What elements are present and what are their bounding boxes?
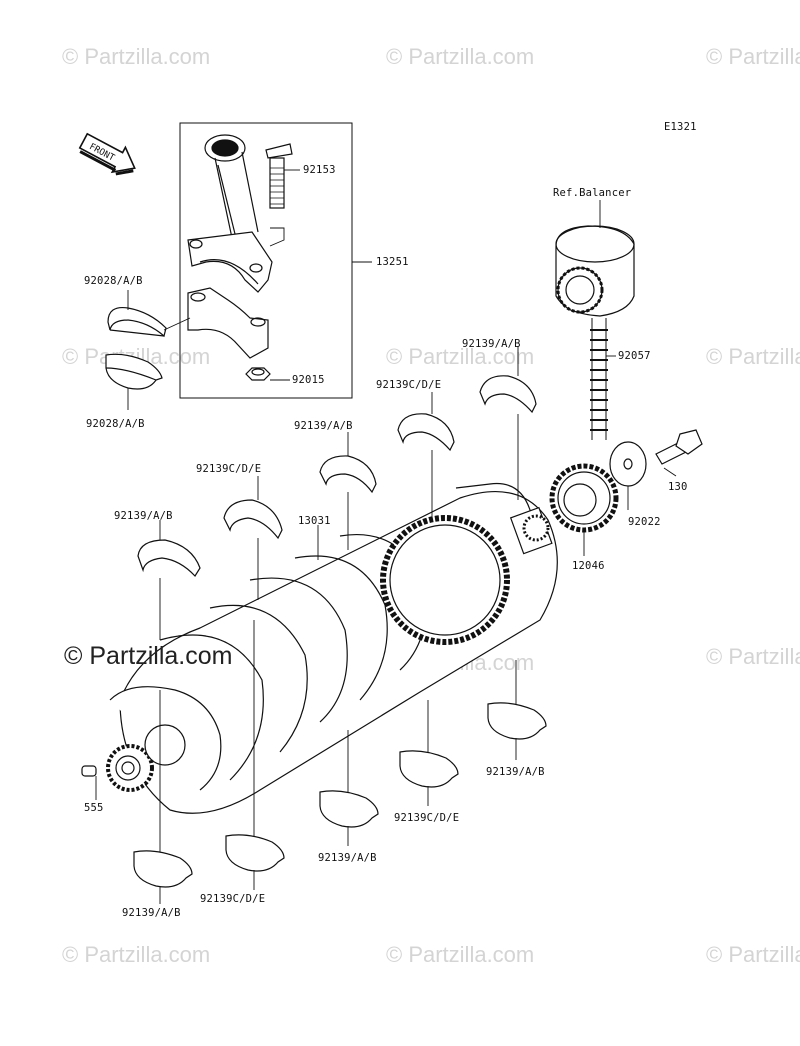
part-label-92139ab[interactable]: 92139/A/B xyxy=(294,420,353,432)
part-label-92139ab[interactable]: 92139/A/B xyxy=(462,338,521,350)
watermark: © Partzilla.com xyxy=(706,644,800,669)
part-label-92139cde[interactable]: 92139C/D/E xyxy=(394,812,460,824)
rod-cap xyxy=(187,287,269,359)
rod-nut-icon xyxy=(245,367,271,381)
watermark-logo: © Partzilla.com xyxy=(64,642,233,670)
part-label-92153[interactable]: 92153 xyxy=(303,164,336,176)
watermark: © Partzilla.com xyxy=(386,942,535,967)
watermark: © Partzilla.com xyxy=(62,942,211,967)
balancer-bolt-icon xyxy=(655,429,703,465)
part-label-92139cde[interactable]: 92139C/D/E xyxy=(200,893,266,905)
con-rod-assembly-box xyxy=(179,122,353,399)
part-label-92057[interactable]: 92057 xyxy=(618,350,651,362)
ref-balancer-label: Ref.Balancer xyxy=(553,187,632,199)
part-label-12046[interactable]: 12046 xyxy=(572,560,605,572)
watermark: © Partzilla.com xyxy=(62,44,211,69)
connecting-rod xyxy=(187,134,273,293)
part-label-13251[interactable]: 13251 xyxy=(376,256,409,268)
part-label-92015[interactable]: 92015 xyxy=(292,374,325,386)
main-bearing-shells xyxy=(133,375,547,888)
part-label-92139ab[interactable]: 92139/A/B xyxy=(486,766,545,778)
rod-bearing-lower xyxy=(105,353,163,390)
leader-lines xyxy=(95,169,677,904)
watermark: © Partzilla.com xyxy=(386,44,535,69)
part-label-92139cde[interactable]: 92139C/D/E xyxy=(376,379,442,391)
part-label-92028-bottom[interactable]: 92028/A/B xyxy=(86,418,145,430)
rod-bolt-icon xyxy=(265,143,293,209)
washer-icon xyxy=(609,441,647,487)
part-label-92139ab[interactable]: 92139/A/B xyxy=(318,852,377,864)
part-label-13031[interactable]: 13031 xyxy=(298,515,331,527)
part-label-92139ab[interactable]: 92139/A/B xyxy=(122,907,181,919)
balancer-icon xyxy=(555,225,635,317)
crankshaft-icon xyxy=(106,482,558,814)
watermark: © Partzilla.com xyxy=(706,344,800,369)
front-arrow-icon: FRONT xyxy=(78,132,136,176)
watermark: © Partzilla.com xyxy=(706,942,800,967)
timing-chain-icon xyxy=(590,318,608,440)
part-label-92139ab[interactable]: 92139/A/B xyxy=(114,510,173,522)
part-label-92028-top[interactable]: 92028/A/B xyxy=(84,275,143,287)
diagram-code: E1321 xyxy=(664,121,697,133)
part-label-92022[interactable]: 92022 xyxy=(628,516,661,528)
part-label-130[interactable]: 130 xyxy=(668,481,688,493)
part-label-555[interactable]: 555 xyxy=(84,802,104,814)
balancer-gear-icon xyxy=(549,463,619,533)
watermark: © Partzilla.com xyxy=(386,344,535,369)
rod-bearing-upper xyxy=(107,306,167,338)
part-label-92139cde[interactable]: 92139C/D/E xyxy=(196,463,262,475)
watermark: © Partzilla.com xyxy=(706,44,800,69)
dowel-pin-icon xyxy=(81,765,97,777)
